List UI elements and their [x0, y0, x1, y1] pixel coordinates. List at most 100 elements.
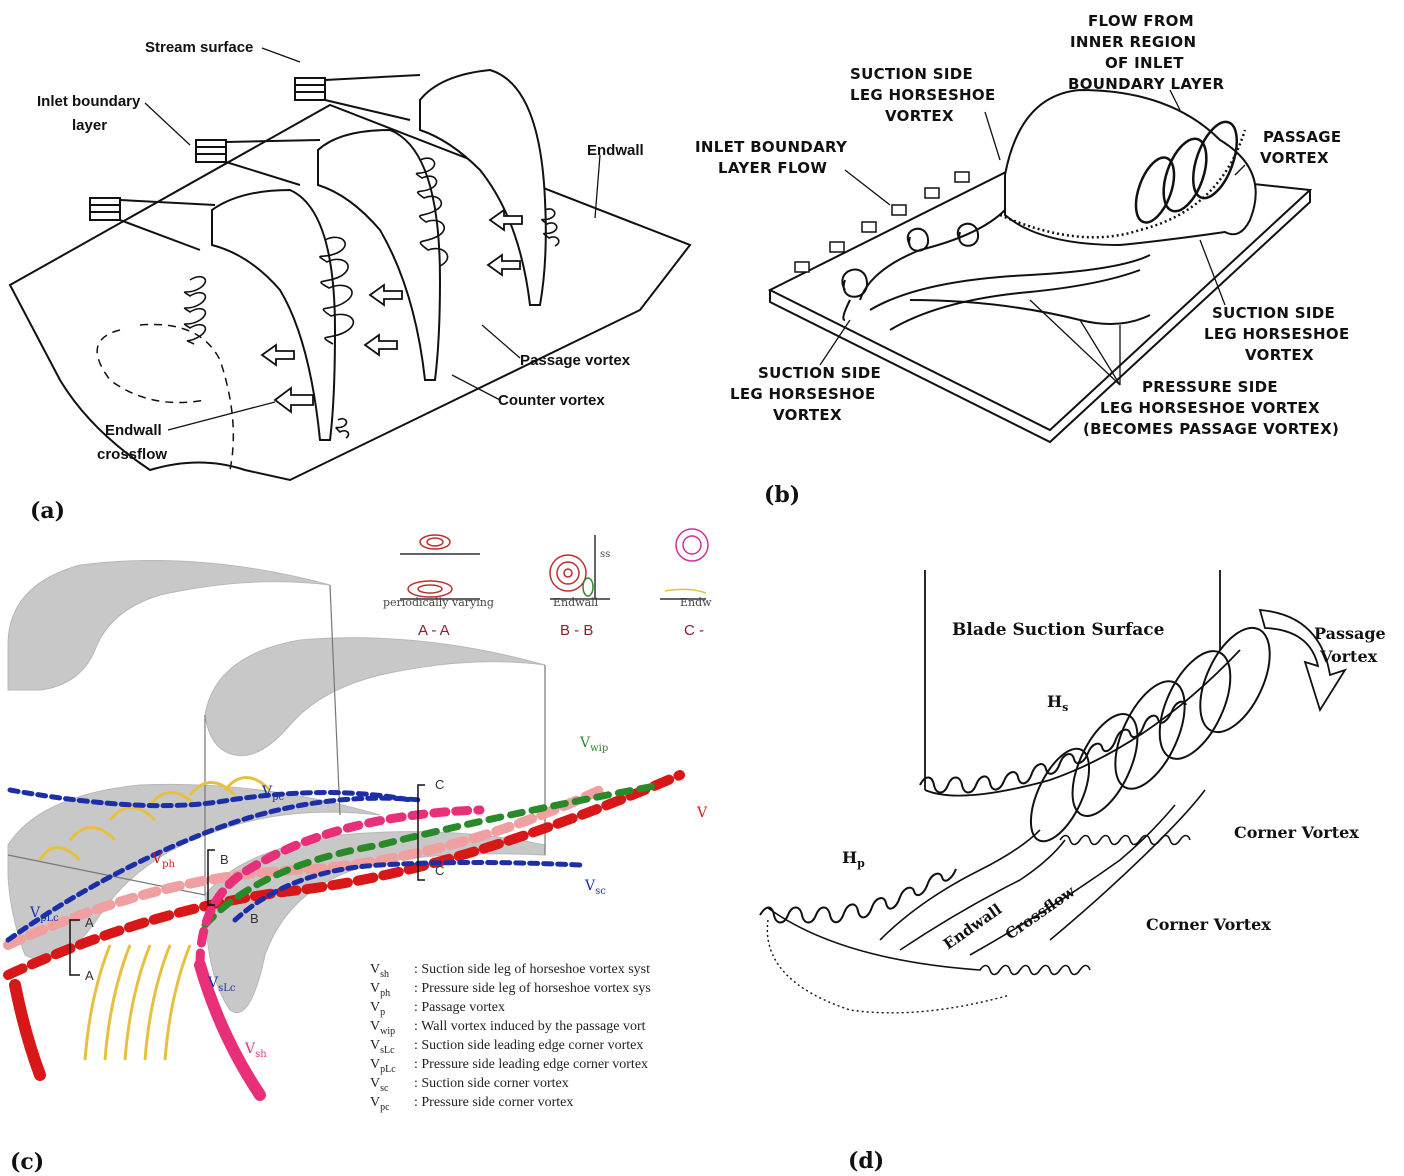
blade-b [1005, 90, 1256, 245]
legend-text: : Pressure side leading edge corner vort… [414, 1057, 648, 1072]
legend-symbol: V [370, 981, 380, 996]
d-hp: Hp [842, 848, 865, 870]
c-bb-side: ss [600, 549, 610, 560]
c-bb-caption: Endwall [553, 596, 599, 609]
b-ss-top-1: SUCTION SIDE [850, 65, 973, 83]
panel-d-drawing: Blade Suction Surface Passage Vortex Hs … [720, 540, 1404, 1060]
b-ss-right-3: VORTEX [1245, 346, 1314, 364]
c-mark-c-bot: C [435, 863, 444, 878]
legend-text: : Suction side leg of horseshoe vortex s… [414, 962, 650, 977]
b-flow-from-4: BOUNDARY LAYER [1068, 75, 1225, 93]
legend-symbol-sub: p [380, 1007, 385, 1018]
legend-text: : Wall vortex induced by the passage vor… [414, 1019, 646, 1034]
panel-b-label: (b) [764, 482, 800, 508]
b-flow-from-1: FLOW FROM [1088, 12, 1194, 30]
hp-helix [760, 869, 956, 923]
legend-symbol-sub: sc [380, 1083, 388, 1094]
d-passage-1: Passage [1314, 624, 1386, 643]
c-vp-cut: V [696, 805, 708, 821]
legend-symbol: V [370, 1095, 380, 1110]
panel-b-drawing: FLOW FROM INNER REGION OF INLET BOUNDARY… [700, 0, 1404, 510]
d-blade-suction: Blade Suction Surface [952, 620, 1165, 640]
c-mark-a-top: A [85, 915, 94, 930]
legend-symbol-wrap: Vp [370, 1000, 414, 1018]
panel-d: Blade Suction Surface Passage Vortex Hs … [720, 540, 1404, 1176]
legend-symbol: V [370, 1019, 380, 1034]
legend-text: : Passage vortex [414, 1000, 505, 1015]
legend-symbol-sub: pLc [380, 1064, 396, 1075]
legend-text: : Pressure side corner vortex [414, 1095, 573, 1110]
b-ss-top-2: LEG HORSESHOE [850, 86, 996, 104]
passage-vortex-loops-d [1019, 617, 1284, 849]
label-stream-surface: Stream surface [145, 39, 253, 56]
panel-c: periodically varying A - A Endwall ss B … [0, 515, 706, 1176]
legend-symbol: V [370, 1057, 380, 1072]
c-bb: B - B [560, 622, 593, 639]
d-corner-lower: Corner Vortex [1146, 915, 1271, 934]
legend-row: VsLc: Suction side leading edge corner v… [370, 1038, 643, 1056]
legend-symbol-wrap: Vpc [370, 1095, 414, 1113]
legend-symbol-sub: sh [380, 969, 389, 980]
legend-row: Vph: Pressure side leg of horseshoe vort… [370, 981, 651, 999]
c-mark-b-bot: B [250, 911, 259, 926]
d-passage-2: Vortex [1319, 647, 1378, 666]
legend-row: Vsh: Suction side leg of horseshoe vorte… [370, 962, 650, 980]
c-cc-caption: Endw [680, 596, 712, 609]
b-ss-right-2: LEG HORSESHOE [1204, 325, 1350, 343]
c-cc: C - [684, 622, 704, 639]
legend-symbol-wrap: VsLc [370, 1038, 414, 1056]
b-ss-right-1: SUCTION SIDE [1212, 304, 1335, 322]
legend-row: Vwip: Wall vortex induced by the passage… [370, 1019, 646, 1037]
legend-symbol: V [370, 1076, 380, 1091]
c-mark-c-top: C [435, 777, 444, 792]
c-vsc: Vsc [584, 878, 606, 897]
legend-row: VpLc: Pressure side leading edge corner … [370, 1057, 648, 1075]
label-endwall-crossflow-2: crossflow [97, 446, 167, 463]
b-flow-from-2: INNER REGION [1070, 33, 1196, 51]
c-vsh: Vsh [244, 1041, 267, 1060]
panel-b: FLOW FROM INNER REGION OF INLET BOUNDARY… [700, 0, 1404, 510]
b-ss-left-2: LEG HORSESHOE [730, 385, 876, 403]
panel-d-label: (d) [848, 1148, 884, 1174]
b-ps-3: (BECOMES PASSAGE VORTEX) [1083, 420, 1339, 438]
legend-symbol-sub: ph [380, 988, 390, 999]
panel-a-drawing: Stream surface Inlet boundary layer Endw… [0, 0, 700, 500]
label-inlet-bl-2: layer [72, 117, 107, 134]
panel-c-label: (c) [10, 1149, 44, 1175]
legend-symbol-sub: sLc [380, 1045, 394, 1056]
legend-symbol-wrap: Vph [370, 981, 414, 999]
legend-symbol-wrap: Vwip [370, 1019, 414, 1037]
d-corner-upper: Corner Vortex [1234, 823, 1359, 842]
d-hs: Hs [1047, 692, 1068, 714]
legend-row: Vpc: Pressure side corner vortex [370, 1095, 573, 1113]
legend-text: : Suction side corner vortex [414, 1076, 569, 1091]
b-passage-vortex-1: PASSAGE [1263, 128, 1341, 146]
legend-symbol-wrap: VpLc [370, 1057, 414, 1075]
legend-symbol-wrap: Vsh [370, 962, 414, 980]
legend-symbol-wrap: Vsc [370, 1076, 414, 1094]
b-ss-left-1: SUCTION SIDE [758, 364, 881, 382]
legend-symbol: V [370, 1038, 380, 1053]
b-flow-from-3: OF INLET [1105, 54, 1184, 72]
panel-a: Stream surface Inlet boundary layer Endw… [0, 0, 700, 500]
label-endwall-a: Endwall [587, 142, 644, 159]
c-mark-b-top: B [220, 852, 229, 867]
legend-row: Vsc: Suction side corner vortex [370, 1076, 569, 1094]
legend-row: Vp: Passage vortex [370, 1000, 505, 1018]
b-inlet-bl-1: INLET BOUNDARY [695, 138, 848, 156]
legend-text: : Pressure side leg of horseshoe vortex … [414, 981, 651, 996]
label-counter-vortex: Counter vortex [498, 392, 605, 409]
c-vwip: Vwip [579, 735, 608, 754]
c-mark-a-bot: A [85, 968, 94, 983]
legend-symbol-sub: pc [380, 1102, 389, 1113]
c-aa-caption: periodically varying [383, 596, 494, 609]
label-endwall-crossflow-1: Endwall [105, 422, 162, 439]
label-passage-vortex-a: Passage vortex [520, 352, 631, 369]
b-ss-top-3: VORTEX [885, 107, 954, 125]
b-ps-2: LEG HORSESHOE VORTEX [1100, 399, 1320, 417]
b-passage-vortex-2: VORTEX [1260, 149, 1329, 167]
blades [212, 70, 546, 440]
b-ss-left-3: VORTEX [773, 406, 842, 424]
d-crossflow: Crossflow [1002, 882, 1079, 944]
legend-symbol: V [370, 962, 380, 977]
